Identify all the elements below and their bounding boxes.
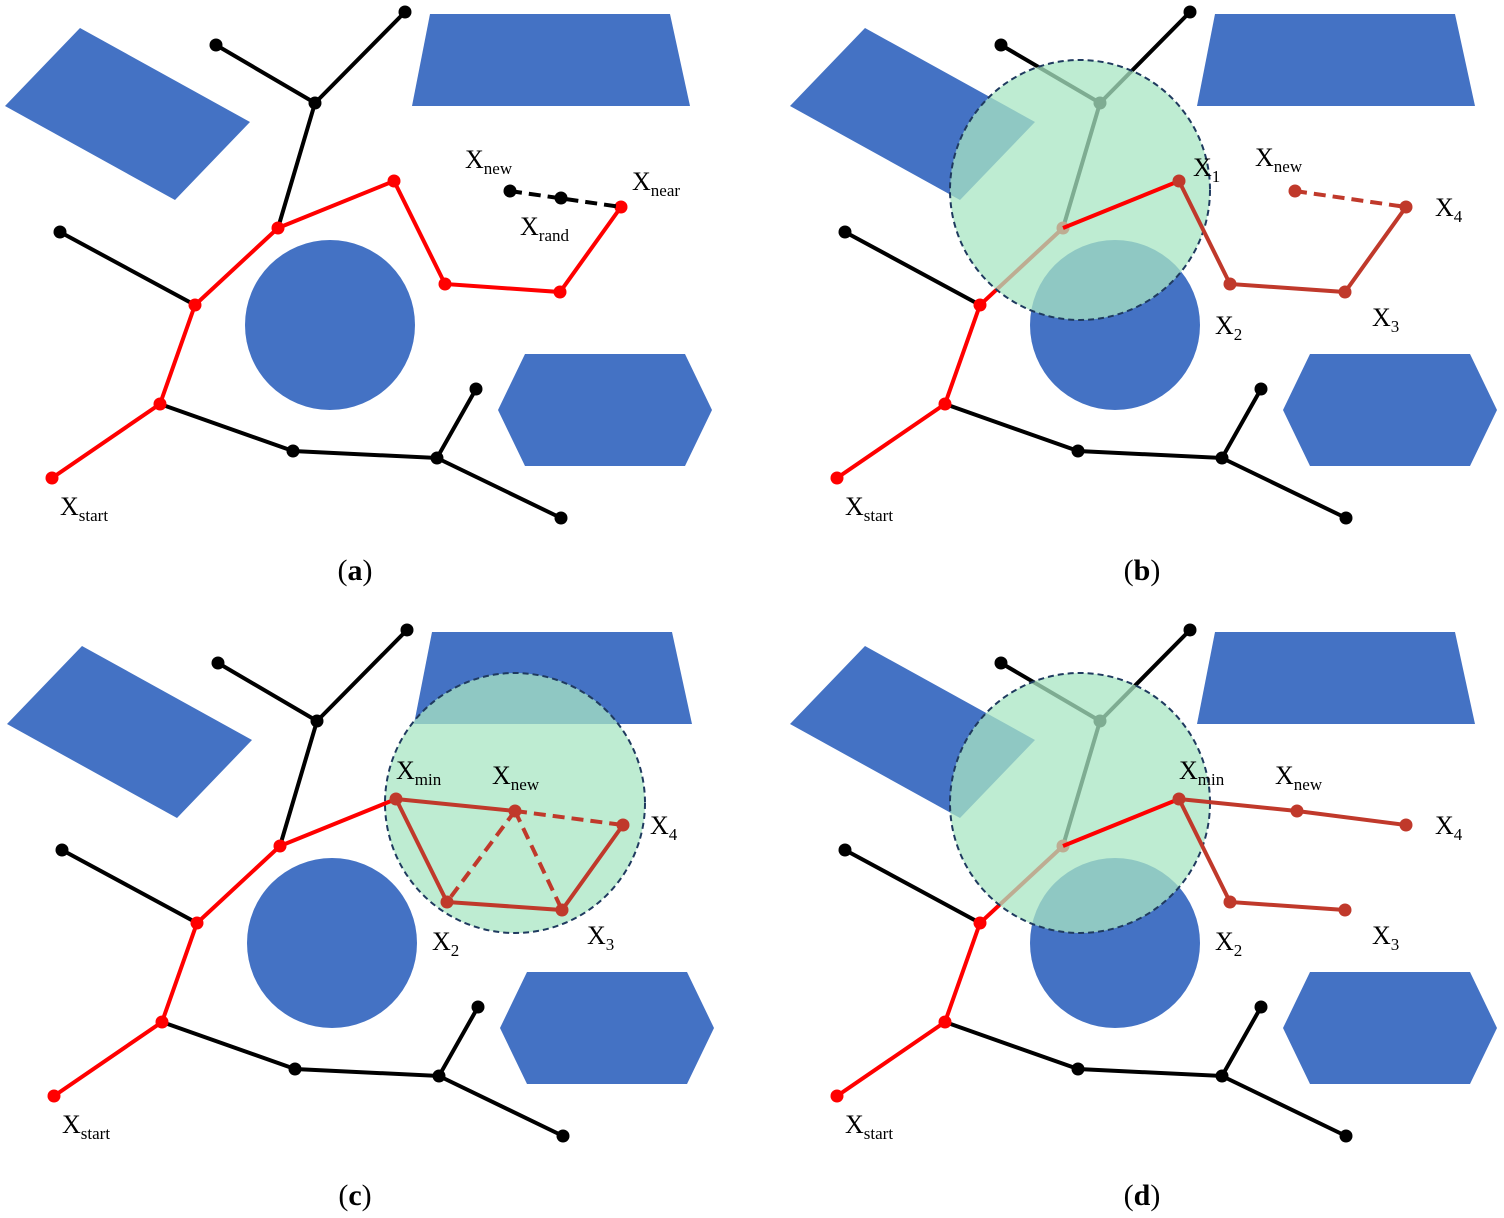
label-x-start: Xstart: [60, 492, 108, 525]
panel-c: Xmin Xnew X4 X2 X3 Xstart: [5, 621, 716, 1145]
label-x1: X1: [1193, 153, 1220, 186]
label-x4: X4: [1435, 811, 1463, 844]
label-x-start: Xstart: [845, 492, 893, 525]
label-x3: X3: [1372, 921, 1399, 954]
label-x-start: Xstart: [845, 1110, 893, 1143]
caption-d: (d): [1124, 1179, 1161, 1212]
caption-a: (a): [338, 554, 373, 587]
label-x-new: Xnew: [492, 761, 540, 794]
label-x3: X3: [1372, 303, 1399, 336]
panel-d: Xmin Xnew X4 X2 X3 Xstart: [788, 621, 1499, 1145]
label-x-start: Xstart: [62, 1110, 110, 1143]
label-x3: X3: [587, 921, 614, 954]
label-x-rand: Xrand: [520, 212, 569, 245]
label-x-min: Xmin: [396, 756, 442, 789]
label-x4: X4: [1435, 193, 1463, 226]
label-x-min: Xmin: [1179, 756, 1225, 789]
near-region: [384, 672, 646, 934]
near-region: [949, 59, 1211, 321]
label-x-new: Xnew: [1275, 761, 1323, 794]
label-x-new: Xnew: [465, 145, 513, 178]
caption-c: (c): [338, 1179, 371, 1212]
label-x-near: Xnear: [632, 167, 680, 200]
label-x2: X2: [1215, 927, 1242, 960]
caption-b: (b): [1124, 554, 1161, 587]
panel-b: X1 Xnew X4 X2 X3 Xstart: [788, 3, 1499, 527]
panel-a: Xnew Xnear Xrand Xstart: [3, 3, 714, 527]
label-x2: X2: [432, 927, 459, 960]
label-x4: X4: [650, 811, 678, 844]
label-x2: X2: [1215, 311, 1242, 344]
label-x-new: Xnew: [1255, 143, 1303, 176]
